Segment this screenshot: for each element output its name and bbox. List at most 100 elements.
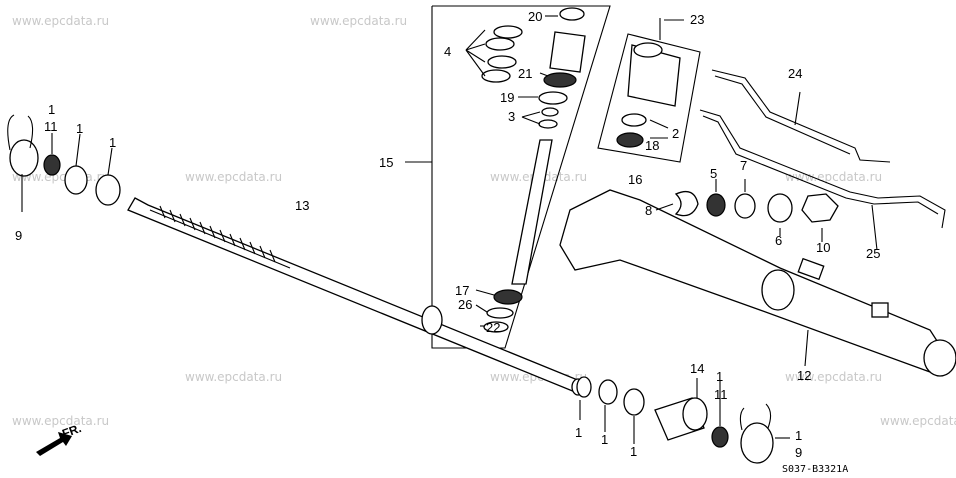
- callout: 9: [15, 228, 22, 243]
- watermark: www.epcdata.ru: [12, 414, 109, 428]
- seal-ring-left-1: [64, 165, 88, 195]
- callout: 20: [528, 9, 542, 24]
- rack-teeth: [149, 205, 291, 269]
- callout: 4: [444, 44, 451, 59]
- seal-right-2: [598, 379, 618, 405]
- callout: 1: [630, 444, 637, 459]
- callout: 25: [866, 246, 880, 261]
- front-direction-arrow: FR.: [36, 421, 83, 456]
- callout: 23: [690, 12, 704, 27]
- bushing-right: [711, 426, 729, 448]
- seal-22: [483, 321, 509, 333]
- watermark: www.epcdata.ru: [785, 170, 882, 184]
- seal-4c: [487, 55, 517, 69]
- callout: 2: [672, 126, 679, 141]
- watermark: www.epcdata.ru: [880, 414, 956, 428]
- callout: 7: [740, 158, 747, 173]
- seal-4d: [481, 69, 511, 83]
- callout: 3: [508, 109, 515, 124]
- callout: 17: [455, 283, 469, 298]
- bearing-21: [543, 72, 577, 88]
- callout: 1: [76, 121, 83, 136]
- rack-guide-parts: [655, 179, 839, 242]
- callout: 1: [601, 432, 608, 447]
- seal-2: [621, 113, 647, 127]
- pipe-24-edge: [714, 75, 851, 155]
- right-end-parts: [576, 376, 790, 464]
- lock-nut-10: [801, 193, 839, 223]
- bearing-17: [493, 289, 523, 305]
- boot-band-clip-left: [7, 114, 34, 151]
- ring-3b: [538, 119, 558, 129]
- callout: 6: [775, 233, 782, 248]
- seal-right-1: [576, 376, 592, 398]
- housing-right-end: [923, 339, 956, 377]
- pinion-stack: [465, 7, 586, 333]
- callout: 18: [645, 138, 659, 153]
- rack-piston-seal: [421, 305, 443, 335]
- bushing-left: [43, 154, 61, 176]
- callout: 21: [518, 66, 532, 81]
- callout: 10: [816, 240, 830, 255]
- ring-3a: [541, 107, 559, 117]
- callout: 22: [486, 320, 500, 335]
- callout: 1: [48, 102, 55, 117]
- fluid-pipes: [699, 69, 946, 251]
- bearing-18: [616, 132, 644, 148]
- gear-housing-body: [559, 189, 949, 373]
- watermark: www.epcdata.ru: [785, 370, 882, 384]
- o-ring-7: [734, 193, 756, 219]
- pinion-shaft: [511, 139, 553, 285]
- spring-5: [706, 193, 726, 217]
- valve-body-frame: [597, 33, 701, 163]
- washer-26: [486, 307, 514, 319]
- valve-body: [616, 18, 684, 148]
- callout: 11: [44, 119, 58, 134]
- pinion-assembly-frame: [405, 5, 611, 349]
- gear-housing: [559, 189, 956, 377]
- drawing-code: S037-B3321A: [782, 464, 848, 475]
- callout: 14: [690, 361, 704, 376]
- direction-label: FR.: [60, 421, 83, 441]
- seal-19: [538, 91, 568, 105]
- guide-screw-6: [767, 193, 793, 223]
- callout: 8: [645, 203, 652, 218]
- callout: 5: [710, 166, 717, 181]
- seal-4b: [485, 37, 515, 51]
- housing-collar: [761, 269, 795, 311]
- valve-housing: [627, 44, 681, 107]
- left-end-parts: [7, 114, 121, 212]
- callout: 15: [379, 155, 393, 170]
- callout: 1: [795, 428, 802, 443]
- callout-labels: 1 11 1 1 9 13 15 4 20 21 19 3 17 26 22 2…: [15, 9, 880, 460]
- seal-right-3: [623, 388, 645, 416]
- callout: 16: [628, 172, 642, 187]
- valve-spring-housing: [549, 31, 586, 73]
- housing-mount: [797, 257, 825, 281]
- boot-band-right: [740, 422, 774, 464]
- cylinder-end-cap: [682, 397, 708, 431]
- watermark: www.epcdata.ru: [185, 370, 282, 384]
- watermark: www.epcdata.ru: [185, 170, 282, 184]
- callout: 26: [458, 297, 472, 312]
- circlip-20: [559, 7, 585, 21]
- watermark: www.epcdata.ru: [310, 14, 407, 28]
- pipe-25-edge: [702, 115, 939, 215]
- boot-band-left: [9, 139, 39, 177]
- callout: 19: [500, 90, 514, 105]
- arrow-icon: [36, 432, 72, 456]
- callout: 11: [714, 387, 728, 402]
- callout: 1: [109, 135, 116, 150]
- seal-ring-left-2: [95, 174, 121, 206]
- callout: 1: [716, 369, 723, 384]
- seal-4a: [493, 25, 523, 39]
- watermark: www.epcdata.ru: [12, 14, 109, 28]
- rack-guide-8: [674, 190, 699, 217]
- callout: 9: [795, 445, 802, 460]
- boot-band-clip-right: [739, 403, 772, 431]
- callout: 13: [295, 198, 309, 213]
- valve-housing-bore: [633, 42, 663, 58]
- pipe-24: [711, 69, 891, 163]
- housing-port: [871, 302, 889, 318]
